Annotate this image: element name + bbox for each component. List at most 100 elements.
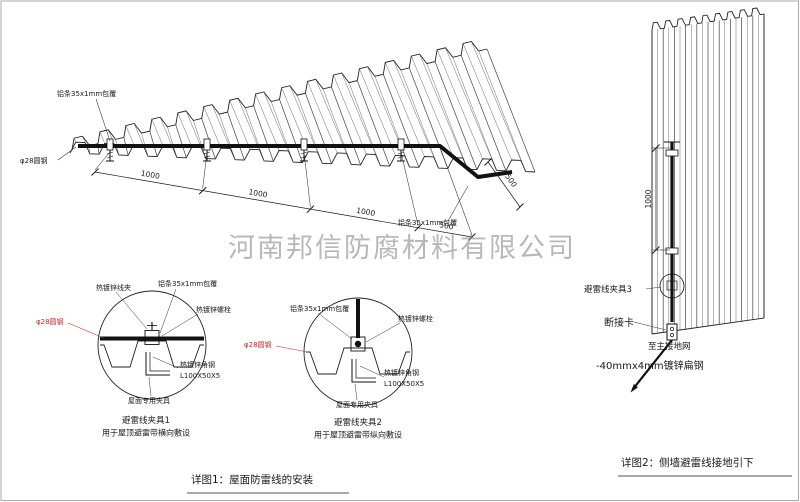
detail-1-angle-steel-inner bbox=[149, 352, 170, 372]
detail-1-circle bbox=[97, 290, 207, 400]
ground-lead-flat-steel bbox=[632, 339, 673, 390]
roof-rib bbox=[175, 124, 187, 158]
dim-500: 500 bbox=[439, 220, 455, 231]
d1-label-round-steel: φ28圆钢 bbox=[36, 317, 64, 326]
roof-rib bbox=[125, 125, 134, 145]
d1-label-al-strip: 铝条35x1mm包覆 bbox=[158, 279, 217, 288]
roof-rib bbox=[437, 49, 483, 159]
roof-rib bbox=[237, 98, 260, 150]
dim-1000-b: 1000 bbox=[248, 187, 269, 199]
roof-rib bbox=[73, 138, 76, 143]
roof-rib bbox=[271, 101, 294, 163]
disconnect-clamp bbox=[666, 323, 678, 341]
roof-rib bbox=[69, 149, 73, 154]
lightning-wire bbox=[78, 144, 513, 179]
ground-arrow bbox=[630, 384, 638, 393]
roof-rib bbox=[253, 105, 274, 162]
roof-rib bbox=[160, 117, 173, 147]
d2-label-al-strip: 铝条35x1mm包覆 bbox=[290, 304, 349, 313]
roof-rib bbox=[478, 50, 526, 172]
roof-rib bbox=[82, 136, 86, 143]
roof-rib bbox=[471, 41, 522, 161]
roof-rib bbox=[445, 47, 493, 160]
detail-2-circle bbox=[303, 297, 413, 407]
detail-2-leaders bbox=[275, 312, 401, 401]
d2-label-bolt: 热镀锌螺栓 bbox=[398, 314, 433, 323]
d1-label-clip: 热镀锌线夹 bbox=[96, 283, 131, 292]
roof-rib bbox=[315, 79, 347, 154]
roof-rib bbox=[434, 61, 478, 170]
roof-rib bbox=[486, 48, 536, 173]
caption-detail-2: 详图2：侧墙避雷线接地引下 bbox=[621, 456, 754, 469]
roof-rib bbox=[460, 55, 507, 171]
roof-rib bbox=[219, 114, 236, 160]
roof-rib bbox=[382, 74, 420, 168]
detail-1: 热镀锌线夹 铝条35x1mm包覆 热镀锌螺栓 φ28圆钢 热镀锌角钢 L100X… bbox=[36, 279, 231, 438]
wall-dim-1000: 1000 bbox=[644, 189, 653, 208]
roof-rib bbox=[227, 111, 245, 161]
roof-drawing: 1000 1000 1000 500 500 铝条35x1mm包覆 φ28圆钢 … bbox=[20, 40, 536, 241]
dim-1000-c: 1000 bbox=[356, 206, 377, 218]
roof-rib bbox=[426, 63, 468, 170]
roof-rib bbox=[134, 123, 144, 146]
roof-rib bbox=[411, 56, 454, 158]
detail-2-angle-steel-inner bbox=[355, 359, 376, 379]
roof-rib bbox=[289, 85, 318, 153]
detail-1-clip bbox=[144, 330, 160, 345]
roof-rib bbox=[333, 75, 367, 155]
roof-rib bbox=[348, 82, 381, 166]
dimension-line bbox=[91, 168, 476, 241]
wall-drawing: 1000 避雷线夹具3 断接卡 至主接地网 -40mmx4mm镀锌扁钢 详图2：… bbox=[584, 7, 792, 477]
roof-rib bbox=[356, 80, 391, 167]
roof-rib bbox=[177, 112, 193, 148]
d2-label-round-steel: φ28圆钢 bbox=[244, 340, 272, 349]
roof-rib bbox=[149, 131, 158, 157]
d2-label-angle-spec: L100X50X5 bbox=[384, 380, 424, 388]
company-watermark: 河南邦信防腐材料有限公司 bbox=[228, 233, 576, 264]
detail-2: 铝条35x1mm包覆 热镀锌螺栓 φ28圆钢 热镀锌角钢 L100X50X5 屋… bbox=[244, 297, 433, 440]
d1-subtitle: 用于屋顶避雷带横向敷设 bbox=[102, 428, 190, 438]
d2-subtitle: 用于屋顶避雷带纵向敷设 bbox=[314, 430, 402, 440]
wall-clamp-detail-circle bbox=[659, 273, 685, 299]
roof-rib bbox=[279, 99, 303, 163]
disconnect-bolt bbox=[670, 333, 674, 337]
detail-2-angle-steel bbox=[351, 359, 376, 383]
roof-rib bbox=[462, 43, 512, 161]
label-disconnect: 断接卡 bbox=[604, 316, 634, 329]
wall-wire-clamp bbox=[665, 149, 679, 157]
d1-title: 避雷线夹具1 bbox=[122, 415, 170, 426]
label-al-strip-top: 铝条35x1mm包覆 bbox=[57, 89, 116, 98]
d1-label-angle-steel: 热镀锌角钢 bbox=[180, 360, 215, 369]
label-clamp3: 避雷线夹具3 bbox=[584, 284, 632, 295]
wall-dimension bbox=[652, 144, 670, 254]
wall-corrugation bbox=[651, 7, 765, 334]
detail-2-clip bbox=[350, 336, 366, 352]
label-to-ground: 至主接地网 bbox=[648, 341, 691, 352]
detail-1-leaders bbox=[67, 288, 199, 397]
disconnect-bolt bbox=[670, 327, 674, 331]
roof-rib bbox=[419, 54, 463, 159]
roof-rib bbox=[305, 93, 332, 164]
roof-rib bbox=[393, 60, 434, 157]
detail-1-angle-steel bbox=[145, 352, 170, 376]
roof-rib bbox=[211, 104, 231, 149]
d2-label-roof-clamp: 屋面专用夹具 bbox=[336, 400, 378, 409]
detail-2-wire-section bbox=[354, 340, 362, 348]
roof-rib bbox=[167, 126, 178, 158]
roof-rib bbox=[359, 68, 396, 156]
roof-rib bbox=[331, 86, 361, 166]
detail-2-profile bbox=[306, 347, 410, 375]
roof-rib bbox=[322, 88, 352, 165]
roof-rib bbox=[400, 69, 439, 169]
roof-rib bbox=[255, 93, 280, 151]
roof-rib bbox=[263, 91, 289, 151]
roof-rib bbox=[193, 120, 207, 159]
label-flat-steel: -40mmx4mm镀锌扁钢 bbox=[596, 359, 704, 372]
roof-rib bbox=[185, 110, 202, 148]
dimension-extension-lines bbox=[94, 149, 473, 236]
label-al-strip-right: 铝条35x1mm包覆 bbox=[398, 218, 457, 227]
roof-rib bbox=[452, 57, 497, 171]
